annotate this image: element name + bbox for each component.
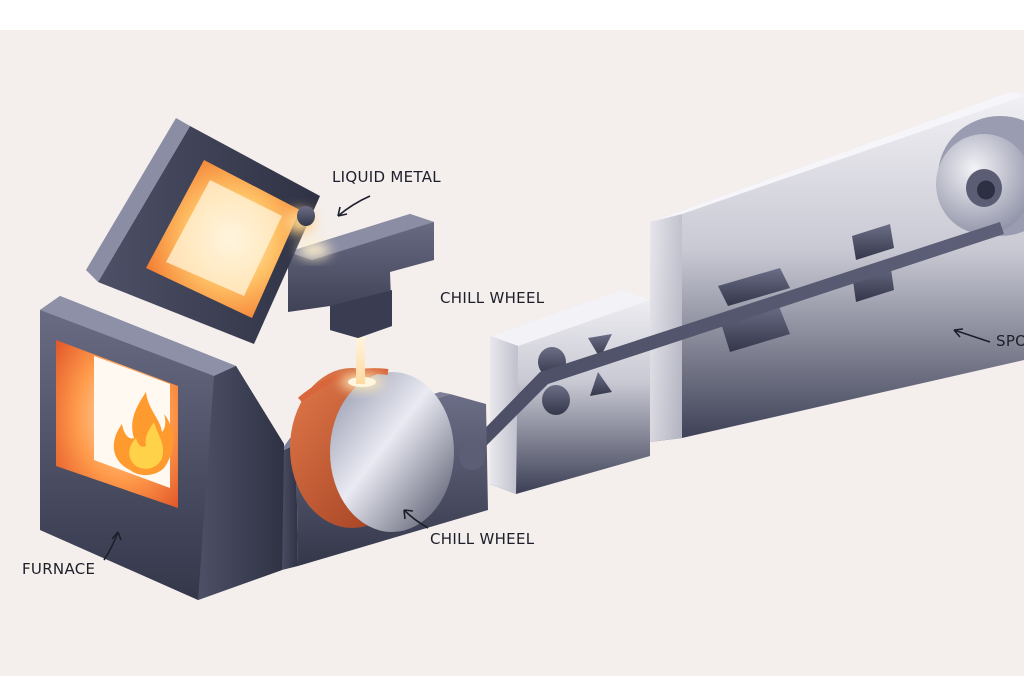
label-chill-wheel-station: CHILL WHEEL	[440, 289, 545, 307]
label-chill-wheel: CHILL WHEEL	[430, 530, 535, 548]
furnace	[40, 296, 284, 600]
arrow-spool	[953, 329, 991, 343]
top-margin	[0, 0, 1024, 30]
chill-wheel-station	[490, 290, 650, 494]
chill-wheel	[290, 368, 454, 532]
arrow-furnace	[103, 531, 119, 561]
arrow-chill-wheel	[403, 509, 429, 529]
flame-icon	[113, 392, 173, 476]
metal-ribbon	[458, 222, 1004, 462]
molten-stream	[356, 328, 365, 384]
arrow-liquid-metal	[337, 195, 371, 217]
label-furnace: FURNACE	[22, 560, 96, 578]
crucible	[86, 118, 330, 344]
leader-arrows	[103, 195, 991, 561]
label-liquid-metal: LIQUID METAL	[332, 168, 441, 186]
spool-unit	[650, 92, 1024, 442]
label-spool: SPO	[996, 332, 1024, 350]
